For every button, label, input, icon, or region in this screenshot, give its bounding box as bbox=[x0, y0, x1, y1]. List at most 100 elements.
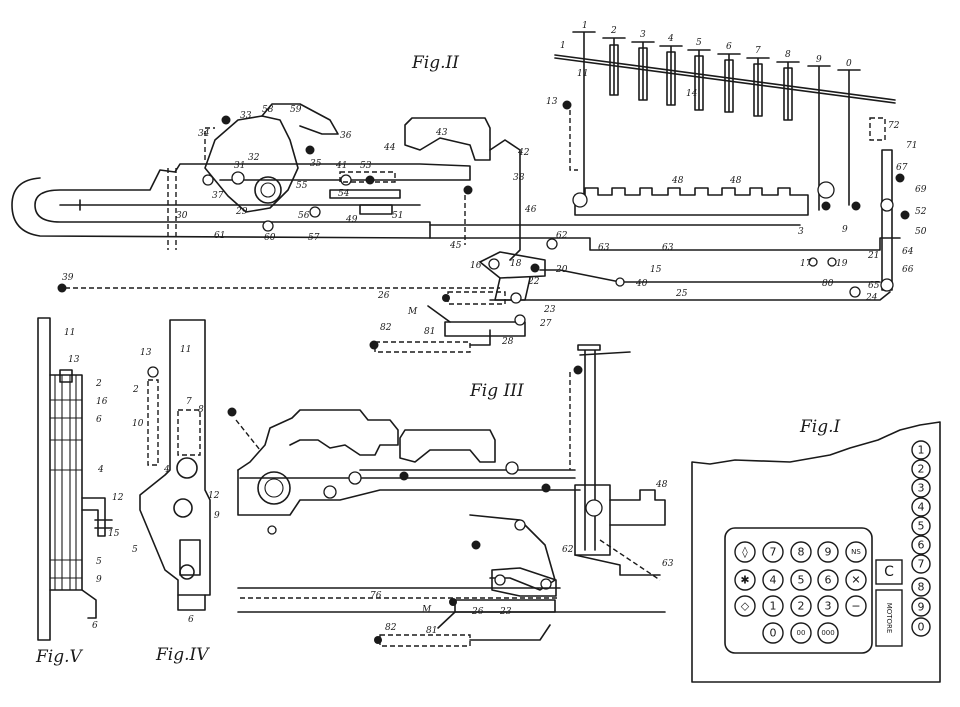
fig3-label: 81 bbox=[426, 626, 437, 636]
fig2-column-number: 0 bbox=[846, 59, 852, 69]
fig2-pin-17 bbox=[808, 257, 818, 267]
keypad-key[interactable] bbox=[790, 541, 812, 563]
fig2-label: 58 bbox=[262, 105, 274, 115]
fig2-key-stem bbox=[746, 57, 770, 117]
column-key[interactable] bbox=[911, 459, 931, 479]
fig2-label: 48 bbox=[671, 176, 684, 186]
keypad-key[interactable] bbox=[817, 541, 839, 563]
fig2-label: 40 bbox=[635, 279, 648, 289]
keypad-key[interactable] bbox=[817, 595, 839, 617]
fig5-label: 13 bbox=[68, 355, 80, 365]
fig3-bottom-rails bbox=[237, 587, 666, 613]
fig2-label: 26 bbox=[377, 291, 390, 301]
fig2-pin-56 bbox=[309, 206, 321, 218]
motor-key[interactable] bbox=[875, 589, 903, 647]
fig2-column-number: 1 bbox=[582, 21, 588, 31]
fig4-block bbox=[179, 539, 201, 576]
column-key-label: 3 bbox=[918, 482, 925, 495]
keypad-key[interactable] bbox=[734, 569, 756, 591]
fig2-bar-25 bbox=[489, 291, 891, 301]
fig2-pin-69 bbox=[880, 198, 894, 212]
fig3-pin-small bbox=[323, 485, 337, 499]
fig2-lever-M bbox=[444, 321, 526, 337]
fig2-label: 59 bbox=[290, 105, 302, 115]
keypad-key[interactable] bbox=[817, 622, 839, 644]
fig3-pin bbox=[374, 636, 382, 644]
fig2-pin-65 bbox=[880, 278, 894, 292]
fig4-gear-12 bbox=[173, 498, 193, 518]
fig2-lever-plate bbox=[204, 115, 299, 213]
column-key[interactable] bbox=[911, 617, 931, 637]
fig2-label: 28 bbox=[501, 337, 514, 347]
keypad-key[interactable] bbox=[790, 595, 812, 617]
fig5-foot-6 bbox=[81, 589, 97, 619]
fig3-upper-plate bbox=[237, 409, 399, 471]
column-key[interactable] bbox=[911, 440, 931, 460]
fig4-label: 4 bbox=[163, 465, 170, 475]
fig3-hook-plate bbox=[399, 429, 496, 463]
column-key-label: 2 bbox=[918, 463, 925, 476]
fig2-upright-71 bbox=[881, 149, 893, 291]
keypad-key[interactable] bbox=[790, 569, 812, 591]
column-key[interactable] bbox=[911, 478, 931, 498]
fig2-bar-40 bbox=[539, 269, 881, 283]
fig2-dashed-81 bbox=[374, 341, 471, 353]
fig2-label: 51 bbox=[392, 211, 403, 221]
column-key[interactable] bbox=[911, 577, 931, 597]
fig2-gear-right bbox=[817, 181, 835, 199]
fig2-label: 71 bbox=[906, 141, 917, 151]
column-key[interactable] bbox=[911, 516, 931, 536]
keypad-key[interactable] bbox=[817, 569, 839, 591]
column-key[interactable] bbox=[911, 497, 931, 517]
fig4-label: 10 bbox=[132, 419, 144, 429]
fig5-label: 16 bbox=[96, 397, 108, 407]
fig2-label: 16 bbox=[470, 261, 482, 271]
fig2-label: 25 bbox=[675, 289, 688, 299]
fig3-label: M bbox=[421, 605, 432, 615]
keypad-key[interactable] bbox=[762, 569, 784, 591]
fig2-label: 49 bbox=[345, 215, 358, 225]
keypad-key-label: ◇ bbox=[741, 600, 750, 613]
keypad-key[interactable] bbox=[762, 622, 784, 644]
fig2-pin-25 bbox=[442, 294, 450, 302]
fig2-label: 27 bbox=[539, 319, 552, 329]
keypad-key[interactable] bbox=[790, 622, 812, 644]
fig5-label: 5 bbox=[96, 557, 102, 567]
keypad-key-label: − bbox=[851, 600, 860, 613]
fig2-pin-82 bbox=[369, 340, 379, 350]
fig3-link-26 bbox=[454, 599, 556, 613]
fig2-pin-38 bbox=[365, 175, 375, 185]
fig3-pin-small bbox=[267, 525, 277, 535]
keypad-key[interactable] bbox=[734, 595, 756, 617]
fig3-dashed-diagonal bbox=[599, 539, 661, 581]
fig2-label: 54 bbox=[338, 189, 350, 199]
fig3-link-63 bbox=[574, 554, 661, 576]
fig2-hook-43 bbox=[404, 117, 491, 161]
fig3-pin-small bbox=[514, 519, 526, 531]
keypad-key[interactable] bbox=[734, 541, 756, 563]
column-key[interactable] bbox=[911, 535, 931, 555]
column-key-label: 7 bbox=[918, 558, 925, 571]
keypad-key[interactable] bbox=[845, 569, 867, 591]
fig4-dashed-7 bbox=[177, 409, 201, 456]
column-key[interactable] bbox=[911, 597, 931, 617]
keypad-key[interactable] bbox=[845, 541, 867, 563]
keypad-key-label: 1 bbox=[770, 600, 777, 613]
fig2-key-stems bbox=[572, 31, 861, 211]
fig2-hook-lever bbox=[261, 103, 339, 135]
fig2-column-number: 3 bbox=[640, 30, 646, 40]
keypad-key[interactable] bbox=[762, 541, 784, 563]
keypad-key-label: 000 bbox=[821, 629, 834, 637]
c-key[interactable] bbox=[875, 559, 903, 585]
column-key[interactable] bbox=[911, 554, 931, 574]
keypad-key-label: 00 bbox=[797, 629, 806, 637]
fig2-labels: 1 1 2 3 4 5 6 7 8 9 0 13 34 33 58 59 36 … bbox=[62, 21, 927, 347]
keypad-key[interactable] bbox=[845, 595, 867, 617]
keypad-key[interactable] bbox=[762, 595, 784, 617]
fig3-pin bbox=[227, 407, 237, 417]
fig2-label: 44 bbox=[383, 143, 396, 153]
fig2-pin-37 bbox=[202, 174, 214, 186]
fig5-plates bbox=[54, 375, 77, 590]
fig2-label: 13 bbox=[546, 97, 558, 107]
fig5-label: 2 bbox=[95, 379, 102, 389]
